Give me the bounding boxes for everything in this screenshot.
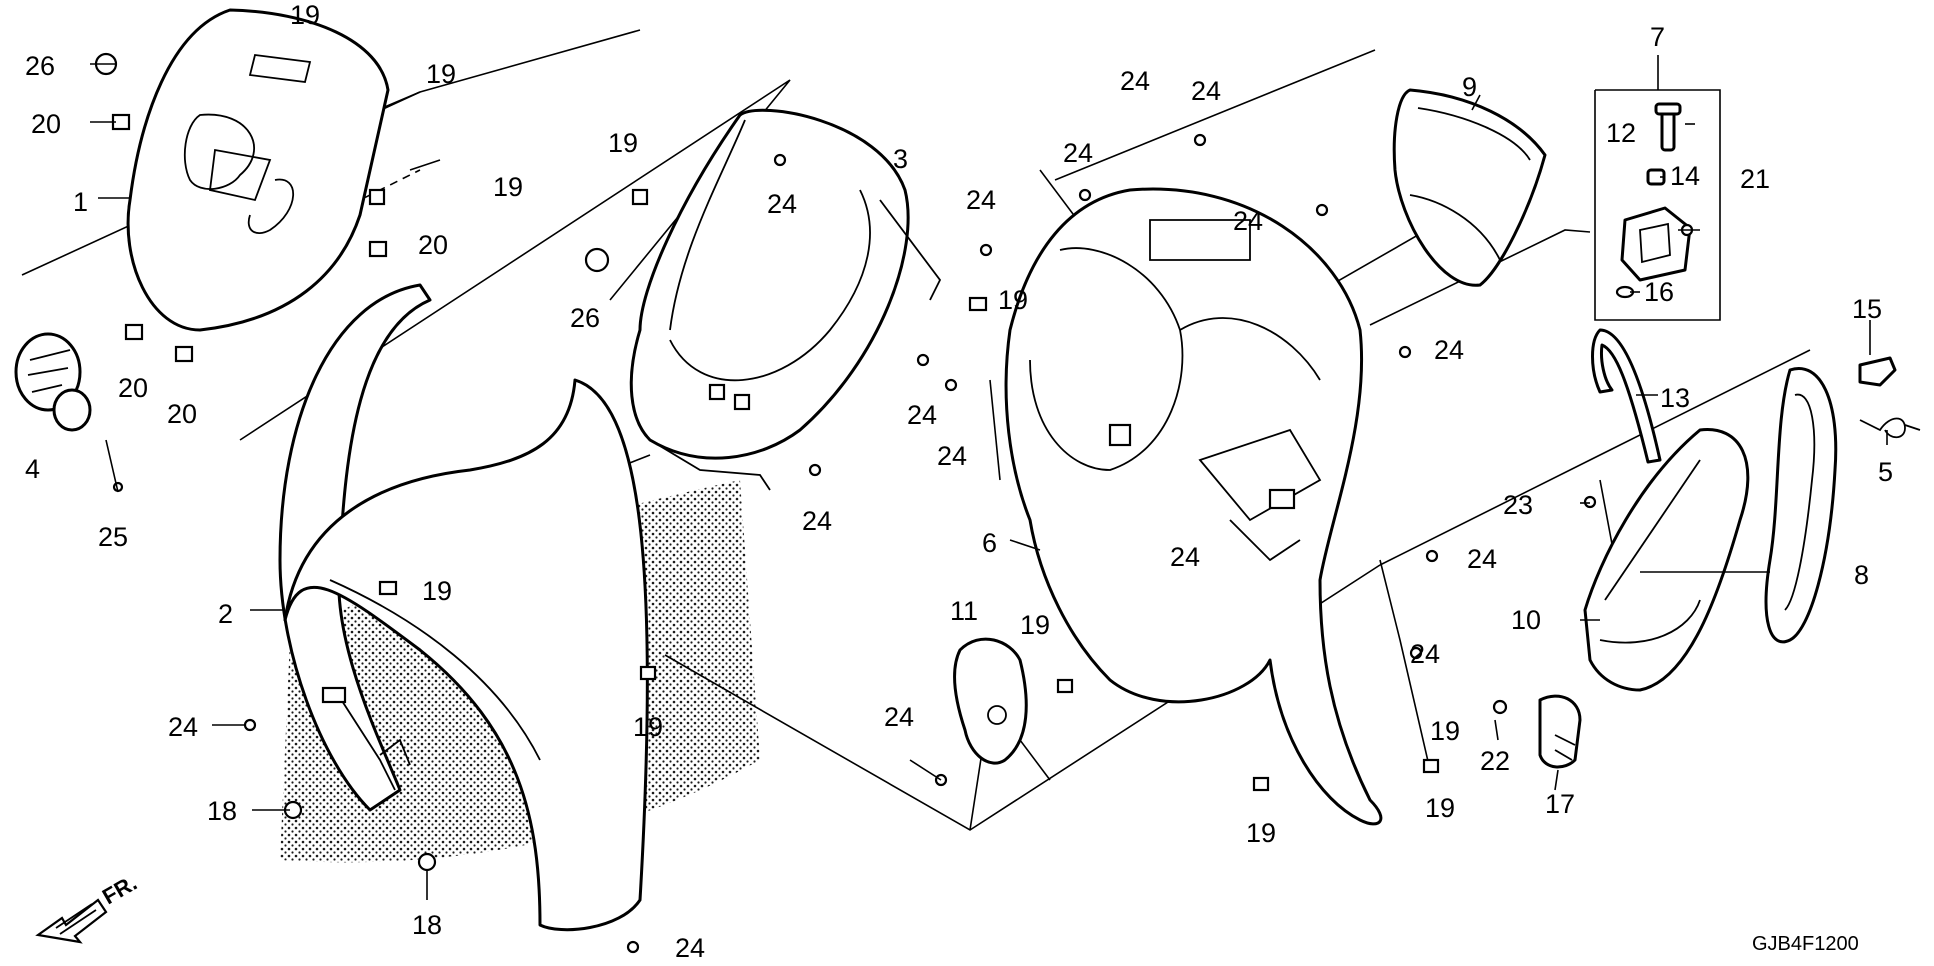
callout-21: 21: [1740, 164, 1770, 194]
part-13-seal: [1591, 328, 1662, 464]
callout-19-cover: 19: [493, 172, 523, 202]
callout-8: 8: [1854, 560, 1869, 590]
callout-18-lower: 18: [412, 910, 442, 940]
part-4-emblem: [14, 332, 92, 432]
callout-12: 12: [1606, 118, 1636, 148]
callout-19-lower-a: 19: [633, 712, 663, 742]
callout-19-center: 19: [998, 285, 1028, 315]
part-1-inner-cover: [126, 8, 390, 332]
callout-26-center: 26: [570, 303, 600, 333]
part-3-inner-bracket: [629, 108, 942, 491]
drawing-code: GJB4F1200: [1752, 933, 1859, 955]
callout-25: 25: [98, 522, 128, 552]
callout-3: 3: [893, 144, 908, 174]
callout-16: 16: [1644, 277, 1674, 307]
callout-24-l: 24: [168, 712, 198, 742]
callout-24-n: 24: [675, 933, 705, 963]
part-9-visor: [1392, 88, 1547, 287]
callout-19-ring: 19: [608, 128, 638, 158]
callout-19-extra: 19: [1430, 716, 1460, 746]
front-direction-arrow: FR.: [35, 870, 141, 944]
callout-5: 5: [1878, 457, 1893, 487]
callout-24-f: 24: [907, 400, 937, 430]
callout-1: 1: [73, 187, 88, 217]
part-6-inner-panel: [1004, 187, 1383, 826]
fr-label: FR.: [98, 870, 141, 909]
callout-23: 23: [1503, 490, 1533, 520]
callout-24-j: 24: [1467, 544, 1497, 574]
callout-19-front: 19: [422, 576, 452, 606]
part-2-front-cover: [278, 283, 760, 932]
callout-24-d: 24: [767, 189, 797, 219]
callout-2: 2: [218, 599, 233, 629]
callout-26-left: 26: [25, 51, 55, 81]
callout-24-e: 24: [1233, 206, 1263, 236]
callout-7: 7: [1650, 22, 1665, 52]
part-7-lock-assembly: [1615, 102, 1692, 299]
callout-6: 6: [982, 528, 997, 558]
callout-4: 4: [25, 454, 40, 484]
part-15-hinge: [1858, 356, 1897, 387]
callout-17: 17: [1545, 789, 1575, 819]
part-5-spring: [1859, 417, 1921, 439]
callout-24-g: 24: [937, 441, 967, 471]
callout-24-a: 24: [1191, 76, 1221, 106]
callout-22: 22: [1480, 746, 1510, 776]
callout-19-bottom-b: 19: [1425, 793, 1455, 823]
part-10-lid-panel: [1583, 428, 1750, 692]
part-11-bracket: [953, 637, 1028, 765]
callout-24-h: 24: [1434, 335, 1464, 365]
callout-19-bracket: 19: [1020, 610, 1050, 640]
callout-24-p: 24: [1120, 66, 1150, 96]
callout-24-i: 24: [802, 506, 832, 536]
callout-labels: 1 2 3 4 5 6 7 8 9 10 11 12 13 14 15 16 1…: [25, 0, 1893, 963]
callout-9: 9: [1462, 72, 1477, 102]
callout-15: 15: [1852, 294, 1882, 324]
callout-24-k: 24: [1410, 639, 1440, 669]
callout-24-b: 24: [1063, 138, 1093, 168]
callout-20-right: 20: [418, 230, 448, 260]
callout-20-low-b: 20: [167, 399, 197, 429]
callout-11: 11: [950, 596, 978, 626]
callout-14: 14: [1670, 161, 1700, 191]
callout-13: 13: [1660, 383, 1690, 413]
callout-20-low-a: 20: [118, 373, 148, 403]
part-8-lid-frame: [1764, 367, 1838, 644]
callout-20-left: 20: [31, 109, 61, 139]
callout-18-front: 18: [207, 796, 237, 826]
part-17-latch: [1538, 694, 1582, 769]
callout-leaders: [90, 55, 1888, 900]
callout-24-m: 24: [884, 702, 914, 732]
callout-10: 10: [1511, 605, 1541, 635]
callout-19-bottom-a: 19: [1246, 818, 1276, 848]
callout-24-c: 24: [966, 185, 996, 215]
callout-24-o: 24: [1170, 542, 1200, 572]
callout-19-top-a: 19: [290, 0, 320, 30]
callout-19-top-b: 19: [426, 59, 456, 89]
